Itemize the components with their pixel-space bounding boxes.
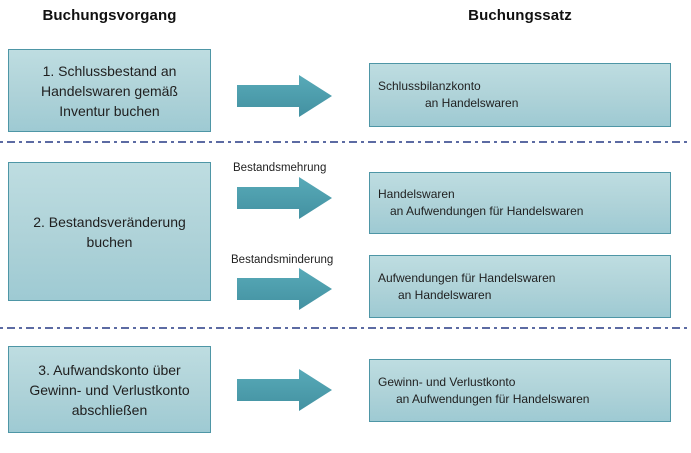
process-box-2-line: buchen [86,233,133,250]
process-box-1: 1. Schlussbestand an Handelswaren gemäß … [8,49,211,132]
process-box-1-line: Inventur buchen [59,102,160,119]
separator-line-1 [0,141,691,143]
entry-box-3: Gewinn- und Verlustkonto an Aufwendungen… [369,359,671,422]
flow-arrow-row1 [237,75,332,117]
process-box-1-line: 1. Schlussbestand an [42,62,177,79]
right-arrow-icon [237,268,332,310]
column-header-buchungssatz: Buchungssatz [468,7,572,24]
entry-debit: Gewinn- und Verlustkonto [378,374,516,389]
entry-box-2b: Aufwendungen für Handelswaren an Handels… [369,255,671,318]
column-header-buchungsvorgang: Buchungsvorgang [42,7,177,24]
arrow-label-bestandsmehrung: Bestandsmehrung [233,162,327,174]
entry-credit: an Aufwendungen für Handelswaren [396,391,590,406]
entry-debit: Handelswaren [378,187,455,201]
process-box-3-line: abschließen [71,401,148,418]
separator-line-2 [0,327,691,329]
entry-credit: an Aufwendungen für Handelswaren [390,204,584,218]
process-box-2-line: 2. Bestandsveränderung [33,213,186,230]
arrow-label-bestandsminderung: Bestandsminderung [231,254,334,266]
flow-arrow-row2-mehrung [237,177,332,219]
entry-credit: an Handelswaren [425,96,519,110]
right-arrow-icon [237,75,332,117]
entry-debit: Aufwendungen für Handelswaren [378,270,556,285]
entry-box-2a: Handelswaren an Aufwendungen für Handels… [369,172,671,234]
entry-credit: an Handelswaren [398,287,492,302]
right-arrow-icon [237,177,332,219]
process-box-3: 3. Aufwandskonto über Gewinn- und Verlus… [8,346,211,433]
flow-arrow-row2-minderung [237,268,332,310]
process-box-2: 2. Bestandsveränderung buchen [8,162,211,301]
flow-arrow-row3 [237,369,332,411]
right-arrow-icon [237,369,332,411]
entry-debit: Schlussbilanzkonto [378,79,481,93]
process-box-1-line: Handelswaren gemäß [41,82,178,99]
process-box-3-line: Gewinn- und Verlustkonto [29,381,190,398]
entry-box-1: Schlussbilanzkonto an Handelswaren [369,63,671,127]
process-box-3-line: 3. Aufwandskonto über [38,361,181,378]
